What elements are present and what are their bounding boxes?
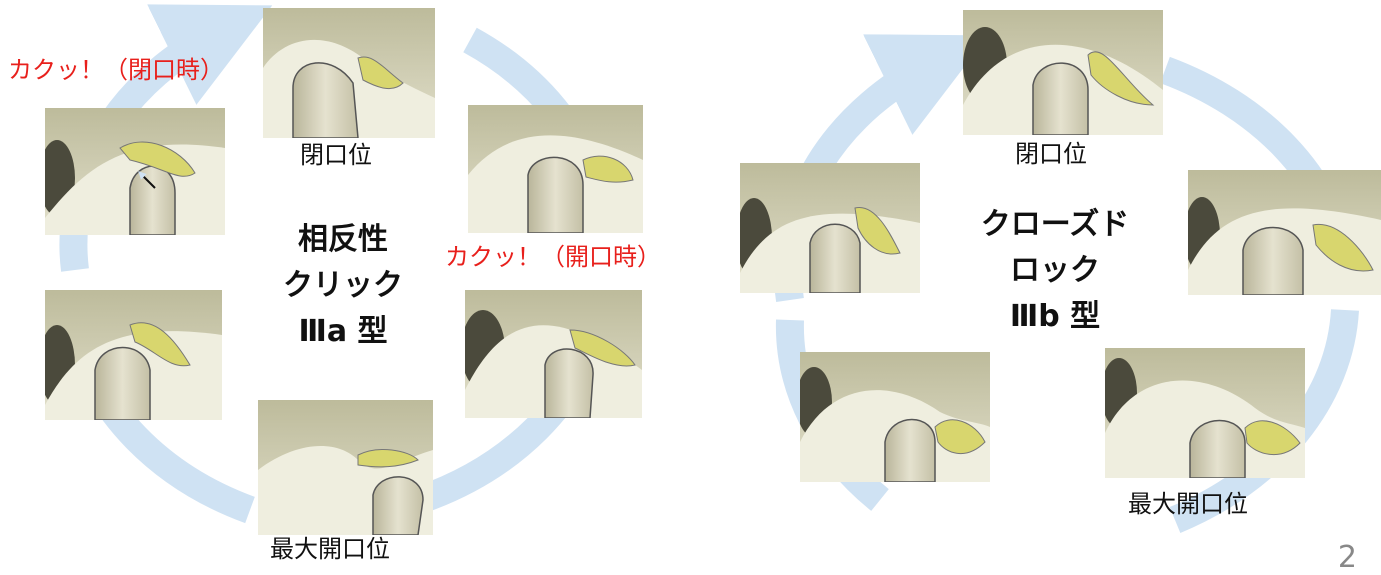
left-title-line-1: 相反性 xyxy=(298,222,388,257)
left-panel-lower-right xyxy=(465,290,642,418)
left-panel-upper-left xyxy=(45,108,225,235)
right-panel-left xyxy=(740,163,920,293)
right-title: クローズド ロック Ⅲb 型 xyxy=(965,210,1145,348)
left-title-line-3: Ⅲa 型 xyxy=(298,314,388,349)
left-label-max-open: 最大開口位 xyxy=(270,535,390,563)
right-title-line-1: クローズド xyxy=(980,207,1130,242)
left-panel-closed xyxy=(263,8,435,138)
right-panel-lower-left xyxy=(800,352,990,482)
left-title: 相反性 クリック Ⅲa 型 xyxy=(258,225,428,363)
page-number: 2 xyxy=(1337,540,1357,575)
left-panel-upper-right xyxy=(468,105,643,233)
left-panel-lower-left xyxy=(45,290,222,420)
left-panel-max-open xyxy=(258,400,433,535)
right-panel-right xyxy=(1188,170,1381,295)
right-panel-closed xyxy=(963,10,1163,135)
right-title-line-3: Ⅲb 型 xyxy=(1009,299,1101,334)
click-opening-label: カクッ！（開口時） xyxy=(445,243,661,271)
click-closing-label: カクッ！（閉口時） xyxy=(8,56,224,84)
right-panel-lower-right xyxy=(1105,348,1305,478)
right-label-closed: 閉口位 xyxy=(1015,140,1087,168)
right-title-line-2: ロック xyxy=(1010,253,1100,288)
left-title-line-2: クリック xyxy=(283,268,403,303)
left-label-closed: 閉口位 xyxy=(300,141,372,169)
right-label-max-open: 最大開口位 xyxy=(1128,490,1248,518)
